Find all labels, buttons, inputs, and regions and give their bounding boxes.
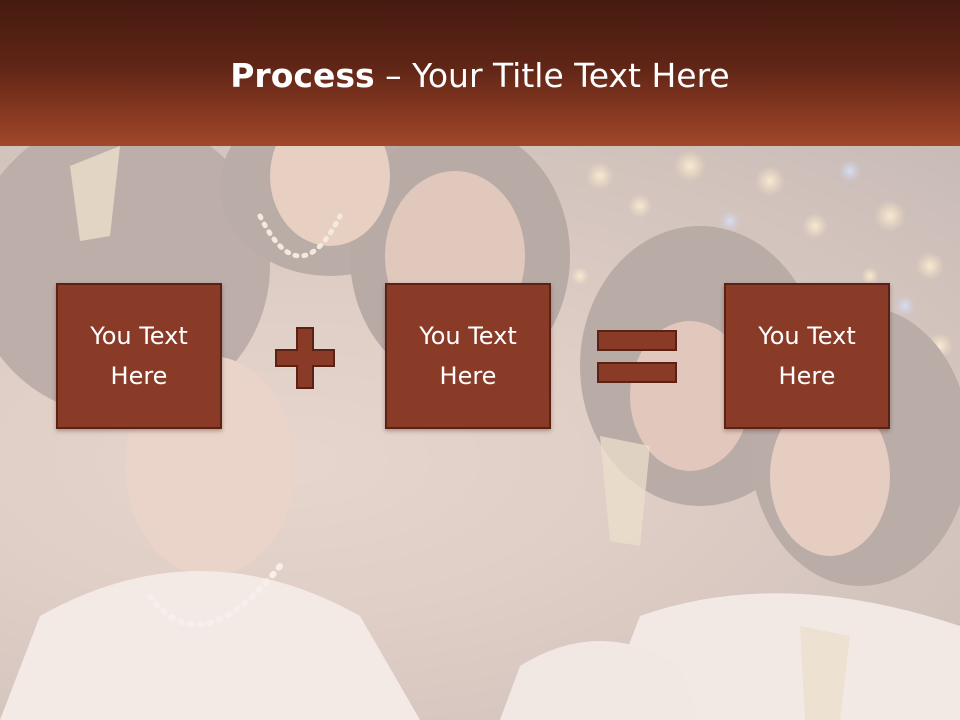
- equals-icon: [597, 330, 677, 383]
- slide-title: Process – Your Title Text Here: [0, 56, 960, 96]
- process-box-3[interactable]: You Text Here: [724, 283, 890, 429]
- photo-light-overlay: [0, 146, 960, 720]
- title-regular-part: – Your Title Text Here: [374, 56, 730, 95]
- background-party-photo: [0, 146, 960, 720]
- process-box-1[interactable]: You Text Here: [56, 283, 222, 429]
- process-box-2[interactable]: You Text Here: [385, 283, 551, 429]
- title-bar: Process – Your Title Text Here: [0, 0, 960, 146]
- plus-icon: [275, 327, 335, 389]
- title-bold-part: Process: [230, 56, 375, 95]
